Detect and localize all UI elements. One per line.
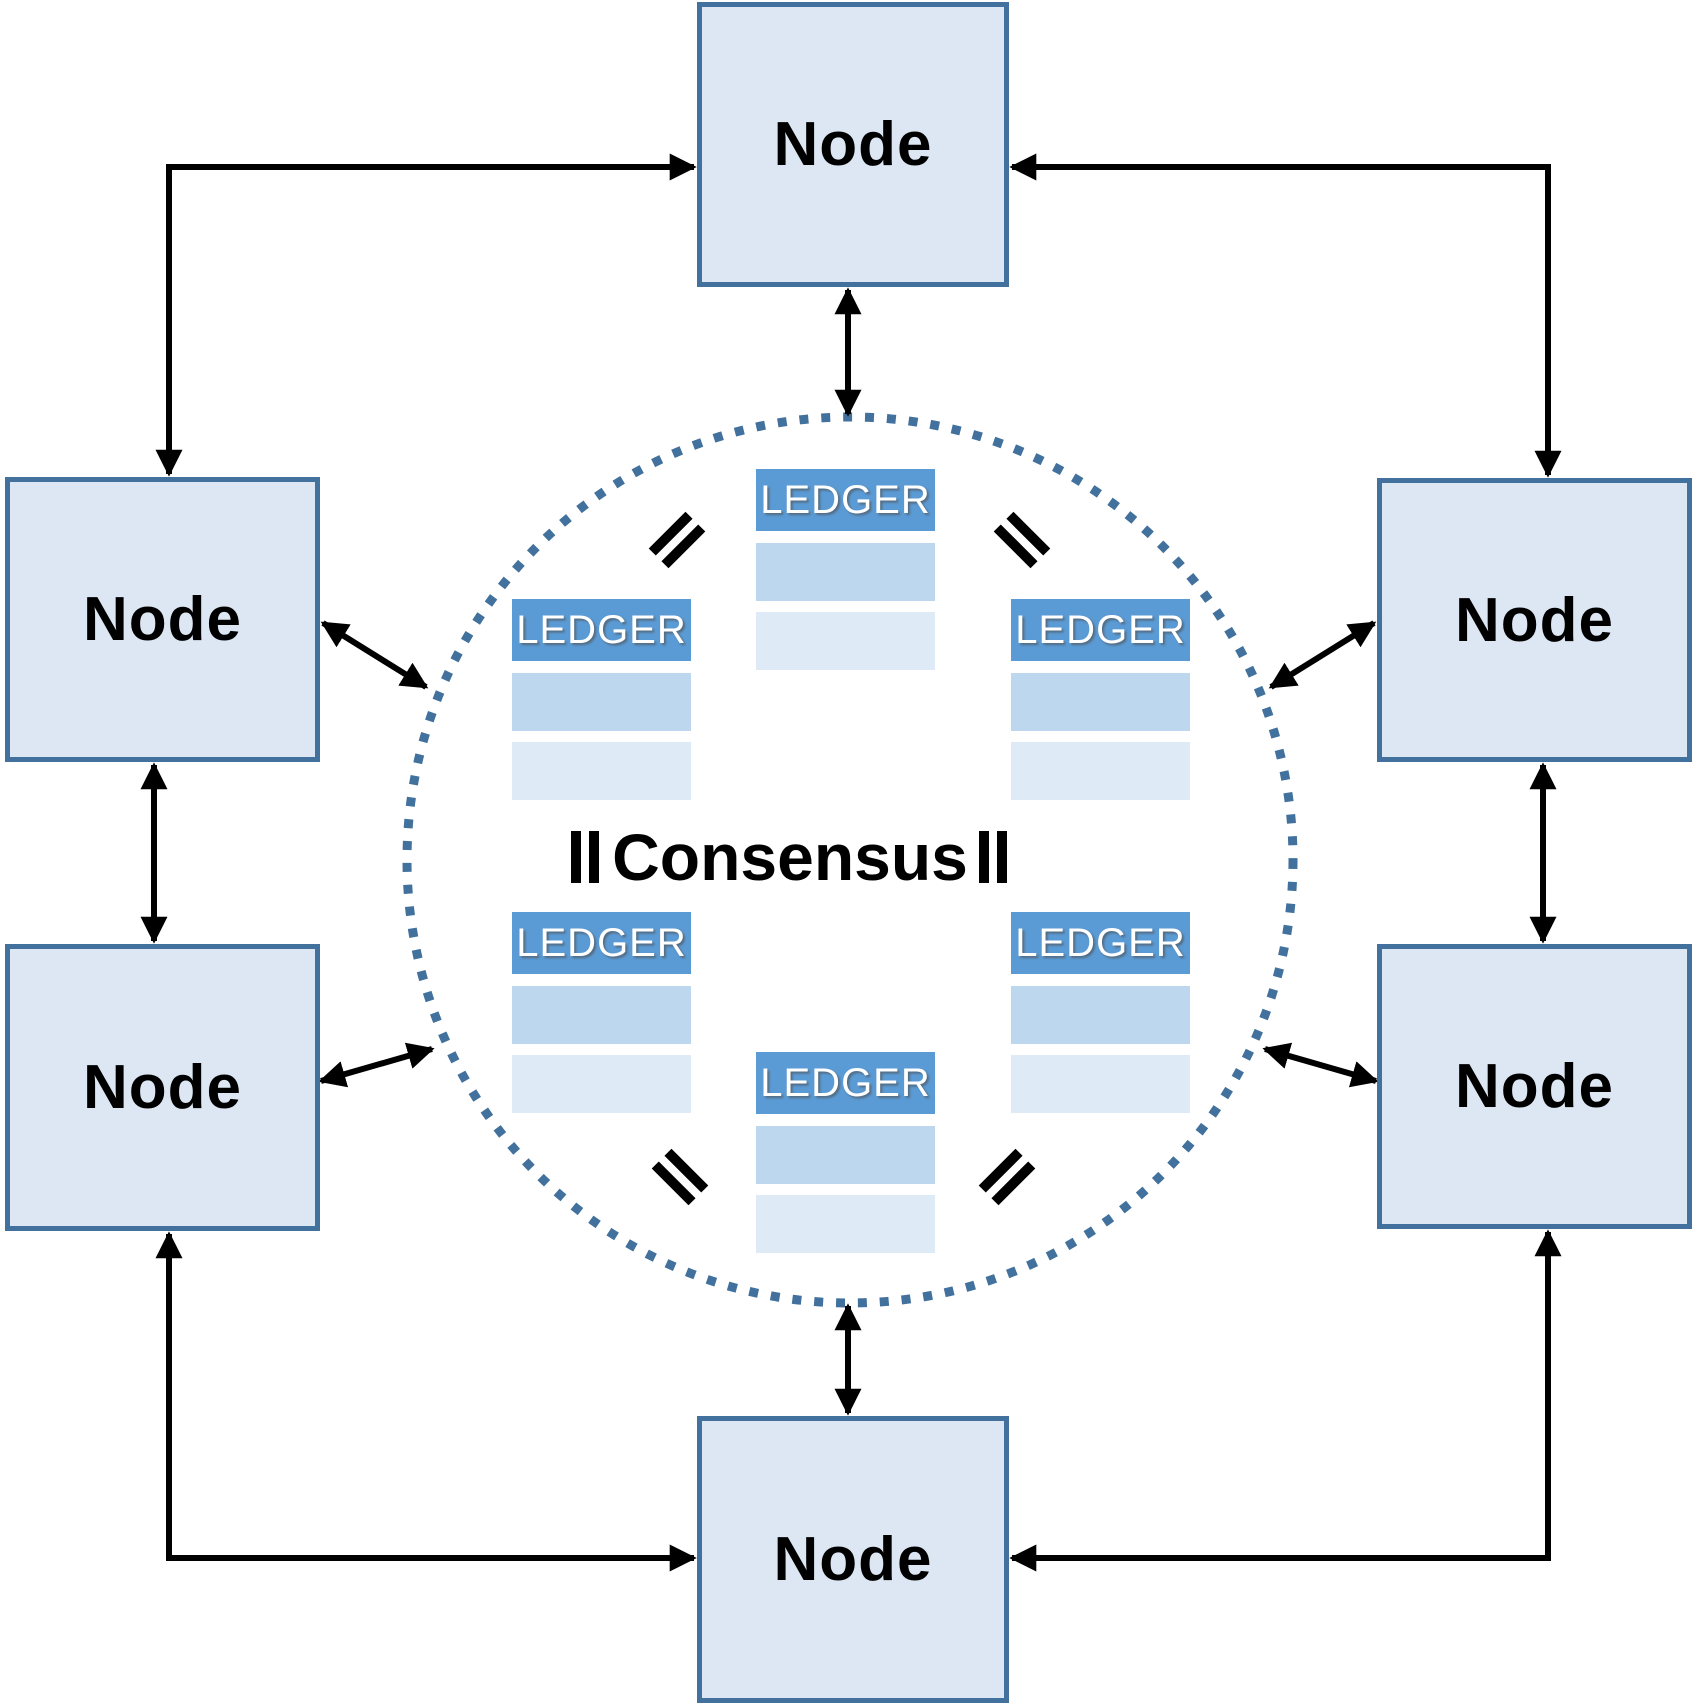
double-arrow-right-upper-circle [1268,620,1377,690]
ledger-table-upper-right: LEDGER [1011,599,1190,800]
ledger-row [512,673,691,731]
equals-icon [648,511,706,569]
node-box-right-upper: Node [1377,478,1692,762]
node-label: Node [83,1053,242,1122]
ledger-header: LEDGER [756,469,935,531]
ledger-row [1011,1055,1190,1113]
ledger-header: LEDGER [1011,912,1190,974]
ledger-table-upper-left: LEDGER [512,599,691,800]
ledger-row [1011,986,1190,1044]
ledger-header: LEDGER [512,599,691,661]
ledger-row [512,742,691,800]
ledger-row [512,1055,691,1113]
ledger-row [756,1195,935,1253]
consensus-dotted-circle-icon [402,412,1298,1308]
ledger-header: LEDGER [1011,599,1190,661]
connector-arrow-top-left [155,153,697,477]
node-box-top: Node [697,2,1009,287]
ledger-table-lower-left: LEDGER [512,912,691,1113]
double-arrow-left-upper-circle [320,620,429,690]
equals-icon [571,831,599,883]
node-box-left-upper: Node [5,477,320,762]
connector-arrow-bottom-right [1009,1229,1562,1572]
ledger-row [1011,742,1190,800]
node-label: Node [83,585,242,654]
ledger-header: LEDGER [512,912,691,974]
equals-icon [979,831,1007,883]
node-label: Node [773,1525,933,1594]
equals-icon [651,1148,709,1206]
consensus-label: Consensus [612,820,968,894]
node-label: Node [773,110,933,179]
ledger-header: LEDGER [756,1052,935,1114]
node-box-bottom: Node [697,1416,1009,1703]
ledger-row [1011,673,1190,731]
node-box-left-lower: Node [5,944,320,1231]
ledger-row [756,1126,935,1184]
double-arrow-left-lower-circle [318,1042,435,1088]
node-label: Node [1455,585,1614,655]
ledger-table-bottom-center: LEDGER [756,1052,935,1253]
double-arrow-right-lower-circle [1262,1042,1379,1088]
ledger-row [756,543,935,601]
ledger-row [512,986,691,1044]
equals-icon [993,511,1051,569]
node-label: Node [1455,1052,1614,1121]
connector-arrow-bottom-left [155,1231,697,1572]
ledger-table-top-center: LEDGER [756,469,935,670]
ledger-table-lower-right: LEDGER [1011,912,1190,1113]
connector-arrow-top-right [1009,153,1562,478]
equals-icon [978,1148,1036,1206]
ledger-row [756,612,935,670]
node-box-right-lower: Node [1377,944,1692,1229]
